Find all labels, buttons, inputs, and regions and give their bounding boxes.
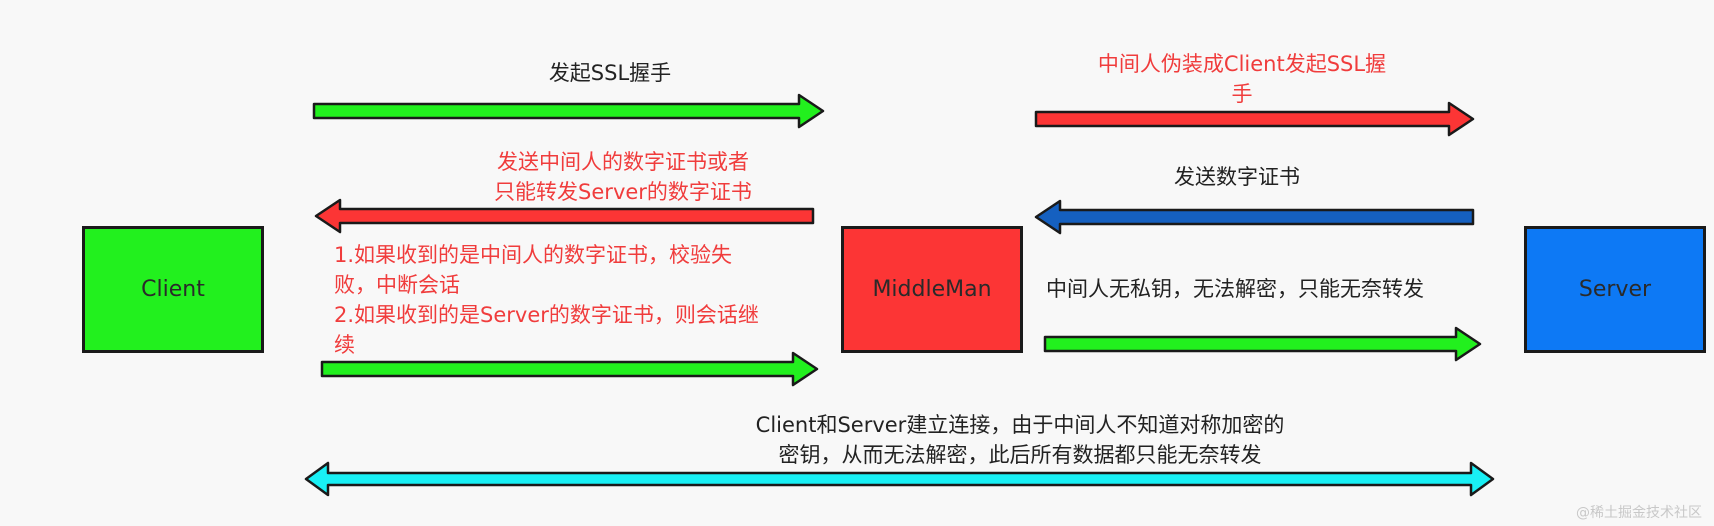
arrow-client-to-middleman-continue: [320, 351, 819, 387]
send-cert-server-line: 发送数字证书: [1174, 165, 1300, 189]
arrow-client-server-bidirectional: [304, 461, 1495, 497]
arrow-middleman-to-server-handshake: [1034, 101, 1475, 137]
arrow-middleman-to-client-cert: [314, 198, 815, 234]
server-label: Server: [1578, 277, 1652, 302]
client-label: Client: [141, 277, 205, 302]
connection-established-label: Client和Server建立连接，由于中间人不知道对称加密的 密钥，从而无法解…: [620, 410, 1420, 470]
send-cert-mitm-line-1: 发送中间人的数字证书或者: [497, 150, 749, 174]
handshake-line: 发起SSL握手: [548, 61, 672, 85]
client-node: Client: [82, 226, 264, 353]
arrow-middleman-to-server-forward: [1043, 326, 1482, 362]
verify-note-line-4: 续: [334, 333, 355, 357]
verify-note-label: 1.如果收到的是中间人的数字证书，校验失 败，中断会话 2.如果收到的是Serv…: [334, 240, 814, 360]
middleman-label: MiddleMan: [872, 277, 992, 302]
middleman-node: MiddleMan: [841, 226, 1023, 353]
established-line-1: Client和Server建立连接，由于中间人不知道对称加密的: [755, 413, 1285, 437]
send-cert-mitm-line-2: 只能转发Server的数字证书: [494, 180, 752, 204]
verify-note-line-3: 2.如果收到的是Server的数字证书，则会话继: [334, 303, 759, 327]
send-cert-mitm-label: 发送中间人的数字证书或者 只能转发Server的数字证书: [448, 147, 798, 207]
arrow-server-to-middleman-cert: [1034, 199, 1475, 235]
arrow-client-to-middleman-handshake: [312, 93, 825, 129]
no-private-key-label: 中间人无私钥，无法解密，只能无奈转发: [1046, 274, 1486, 304]
no-private-key-line: 中间人无私钥，无法解密，只能无奈转发: [1046, 277, 1424, 301]
fake-handshake-label: 中间人伪装成Client发起SSL握 手: [1062, 49, 1422, 109]
watermark: @稀土掘金技术社区: [1576, 505, 1702, 521]
fake-handshake-line-2: 手: [1231, 82, 1253, 106]
established-line-2: 密钥，从而无法解密，此后所有数据都只能无奈转发: [778, 443, 1262, 467]
fake-handshake-line-1: 中间人伪装成Client发起SSL握: [1097, 52, 1387, 76]
server-node: Server: [1524, 226, 1706, 353]
verify-note-line-2: 败，中断会话: [334, 273, 460, 297]
verify-note-line-1: 1.如果收到的是中间人的数字证书，校验失: [334, 243, 733, 267]
handshake-label: 发起SSL握手: [430, 58, 790, 88]
send-cert-server-label: 发送数字证书: [1087, 162, 1387, 192]
